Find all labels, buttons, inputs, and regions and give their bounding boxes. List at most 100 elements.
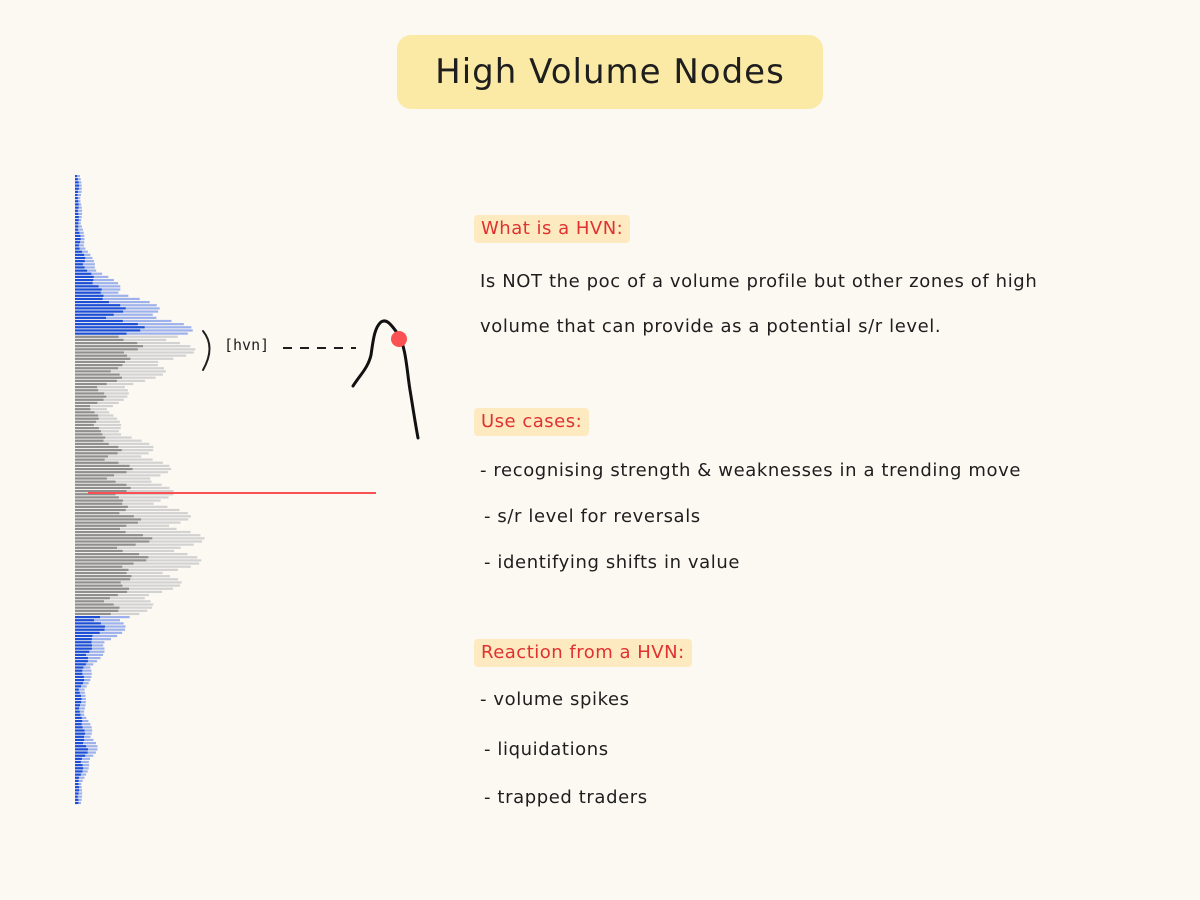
volume-bar-core [75, 266, 85, 269]
volume-bar-core [75, 373, 120, 376]
volume-bar [75, 175, 80, 178]
volume-bar-core [75, 335, 119, 338]
volume-bar-core [75, 376, 123, 379]
volume-bar-core [75, 490, 127, 493]
volume-bar [75, 512, 188, 515]
volume-bar-core [75, 455, 108, 458]
volume-bar [75, 581, 182, 584]
volume-bar-core [75, 795, 78, 798]
volume-bar-core [75, 190, 78, 193]
volume-bar-core [75, 338, 124, 341]
volume-bar-core [75, 782, 79, 786]
volume-bar-core [75, 386, 98, 389]
hvn-bracket [202, 330, 211, 371]
volume-bar [75, 193, 82, 197]
volume-bar-core [75, 672, 83, 675]
volume-bar-core [75, 389, 99, 392]
volume-bar [75, 650, 105, 653]
volume-bar-core [75, 502, 123, 505]
volume-bar-core [75, 401, 98, 404]
volume-bar [75, 297, 140, 301]
volume-bar [75, 225, 82, 228]
volume-bar-core [75, 209, 78, 212]
volume-bar [75, 461, 163, 464]
volume-bar-core [75, 414, 99, 417]
volume-bar-core [75, 530, 126, 534]
volume-bar-core [75, 323, 138, 326]
volume-bar [75, 738, 94, 742]
volume-bar [75, 742, 97, 745]
volume-bar-core [75, 222, 79, 225]
volume-bar [75, 266, 95, 269]
volume-bar [75, 688, 85, 691]
volume-bar-core [75, 304, 121, 307]
volume-bar-core [75, 288, 102, 291]
volume-bar-core [75, 546, 118, 549]
volume-bar-core [75, 581, 121, 584]
volume-bar [75, 354, 187, 357]
volume-bar-core [75, 735, 84, 738]
volume-bar-core [75, 587, 130, 590]
volume-bar-core [75, 760, 81, 764]
volume-bar [75, 423, 122, 427]
volume-bar-core [75, 534, 143, 537]
volume-bar [75, 408, 107, 411]
volume-bar-core [75, 351, 124, 354]
use-cases-heading: Use cases: [474, 408, 590, 436]
volume-bar [75, 244, 84, 247]
volume-bar-core [75, 757, 82, 760]
volume-bar-core [75, 710, 80, 713]
volume-bar [75, 404, 113, 408]
volume-bar-core [75, 719, 83, 723]
volume-bar-core [75, 275, 94, 278]
page-title: High Volume Nodes [435, 52, 785, 92]
volume-bar [75, 209, 83, 212]
volume-bar-core [75, 521, 138, 524]
volume-bar-core [75, 776, 79, 779]
volume-bar [75, 527, 177, 530]
volume-bar-core [75, 685, 81, 688]
volume-bar-core [75, 524, 127, 527]
volume-bar-core [75, 329, 141, 332]
volume-bar-core [75, 764, 83, 767]
volume-bar-core [75, 628, 105, 631]
volume-bar [75, 370, 166, 373]
volume-bar-core [75, 294, 104, 297]
volume-bar [75, 603, 154, 606]
volume-bar [75, 178, 81, 181]
volume-bar-core [75, 653, 87, 656]
volume-bar [75, 584, 180, 587]
volume-bar-core [75, 364, 123, 367]
volume-bar-core [75, 417, 99, 420]
volume-bar-core [75, 420, 97, 423]
volume-bar-core [75, 666, 84, 669]
volume-bar-core [75, 260, 85, 263]
volume-bar [75, 653, 104, 656]
volume-bar-core [75, 319, 123, 323]
volume-bar-core [75, 748, 88, 751]
volume-bar [75, 367, 165, 370]
volume-bar-core [75, 694, 81, 697]
volume-bar-core [75, 549, 123, 553]
volume-bar-core [75, 537, 153, 540]
volume-bar-core [75, 603, 114, 606]
volume-bar [75, 638, 111, 641]
volume-bar [75, 442, 150, 445]
reaction-heading: Reaction from a HVN: [474, 639, 692, 667]
volume-bar [75, 319, 172, 323]
reaction-item: - volume spikes [480, 689, 630, 710]
volume-bar-core [75, 313, 114, 316]
volume-bar-core [75, 398, 104, 401]
volume-bar-core [75, 644, 92, 647]
volume-bar-core [75, 467, 133, 471]
volume-bar-core [75, 178, 78, 181]
volume-bar-core [75, 212, 79, 215]
volume-bar-core [75, 241, 81, 244]
volume-bar-core [75, 505, 128, 508]
volume-bar-core [75, 669, 83, 672]
volume-bar-core [75, 688, 79, 691]
volume-bar-core [75, 568, 129, 571]
volume-bar-core [75, 175, 77, 178]
volume-bar-core [75, 215, 79, 219]
volume-bar-core [75, 471, 127, 474]
